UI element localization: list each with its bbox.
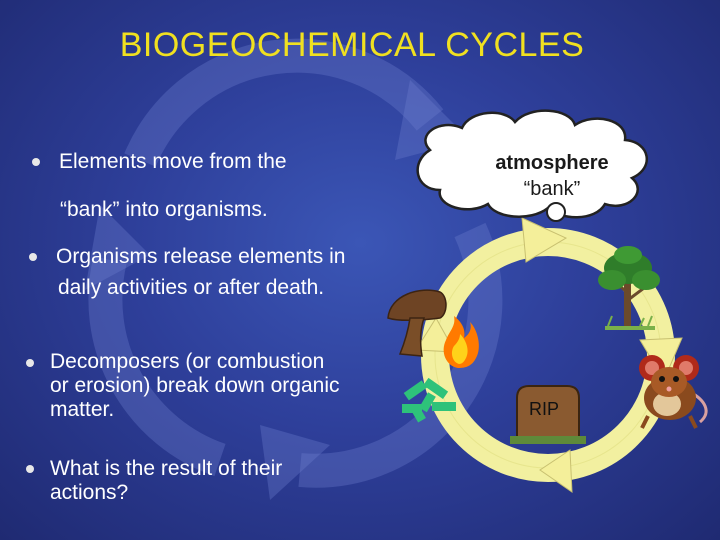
tombstone-label: RIP xyxy=(529,399,560,419)
bullet-2-line-1: Organisms release elements in xyxy=(56,245,346,268)
bullet-1-line-2: “bank” into organisms. xyxy=(60,198,268,221)
arrow-head-bottom xyxy=(539,449,573,493)
bullet-4-line-2: actions? xyxy=(50,481,129,504)
cloud-label-line-1: atmosphere xyxy=(495,152,609,174)
bullet-3-line-1: Decomposers (or combustion xyxy=(50,350,325,373)
tree-icon xyxy=(598,246,660,330)
bullet-dot xyxy=(26,465,34,473)
bullet-3-line-2: or erosion) break down organic xyxy=(50,374,340,397)
bullet-dot xyxy=(29,253,37,261)
mushroom-icon xyxy=(387,289,447,357)
bullet-dot xyxy=(26,359,34,367)
bullet-4-line-1: What is the result of their xyxy=(50,457,283,480)
bullet-2-line-2: daily activities or after death. xyxy=(58,276,325,299)
fire-icon xyxy=(443,316,479,368)
molecule-icon xyxy=(402,377,456,423)
slide-title: BIOGEOCHEMICAL CYCLES xyxy=(119,26,585,64)
bullet-dot xyxy=(32,158,40,166)
cloud-label-line-2: “bank” xyxy=(523,178,581,200)
cloud-icon xyxy=(416,109,649,222)
arrow-head-top xyxy=(521,217,568,263)
cloud-label: atmosphere “bank” xyxy=(452,150,652,202)
bullet-3-line-3: matter. xyxy=(50,398,115,421)
bullet-1-line-1: Elements move from the xyxy=(59,150,287,173)
mouse-icon xyxy=(639,355,708,429)
tombstone-icon xyxy=(510,385,586,444)
